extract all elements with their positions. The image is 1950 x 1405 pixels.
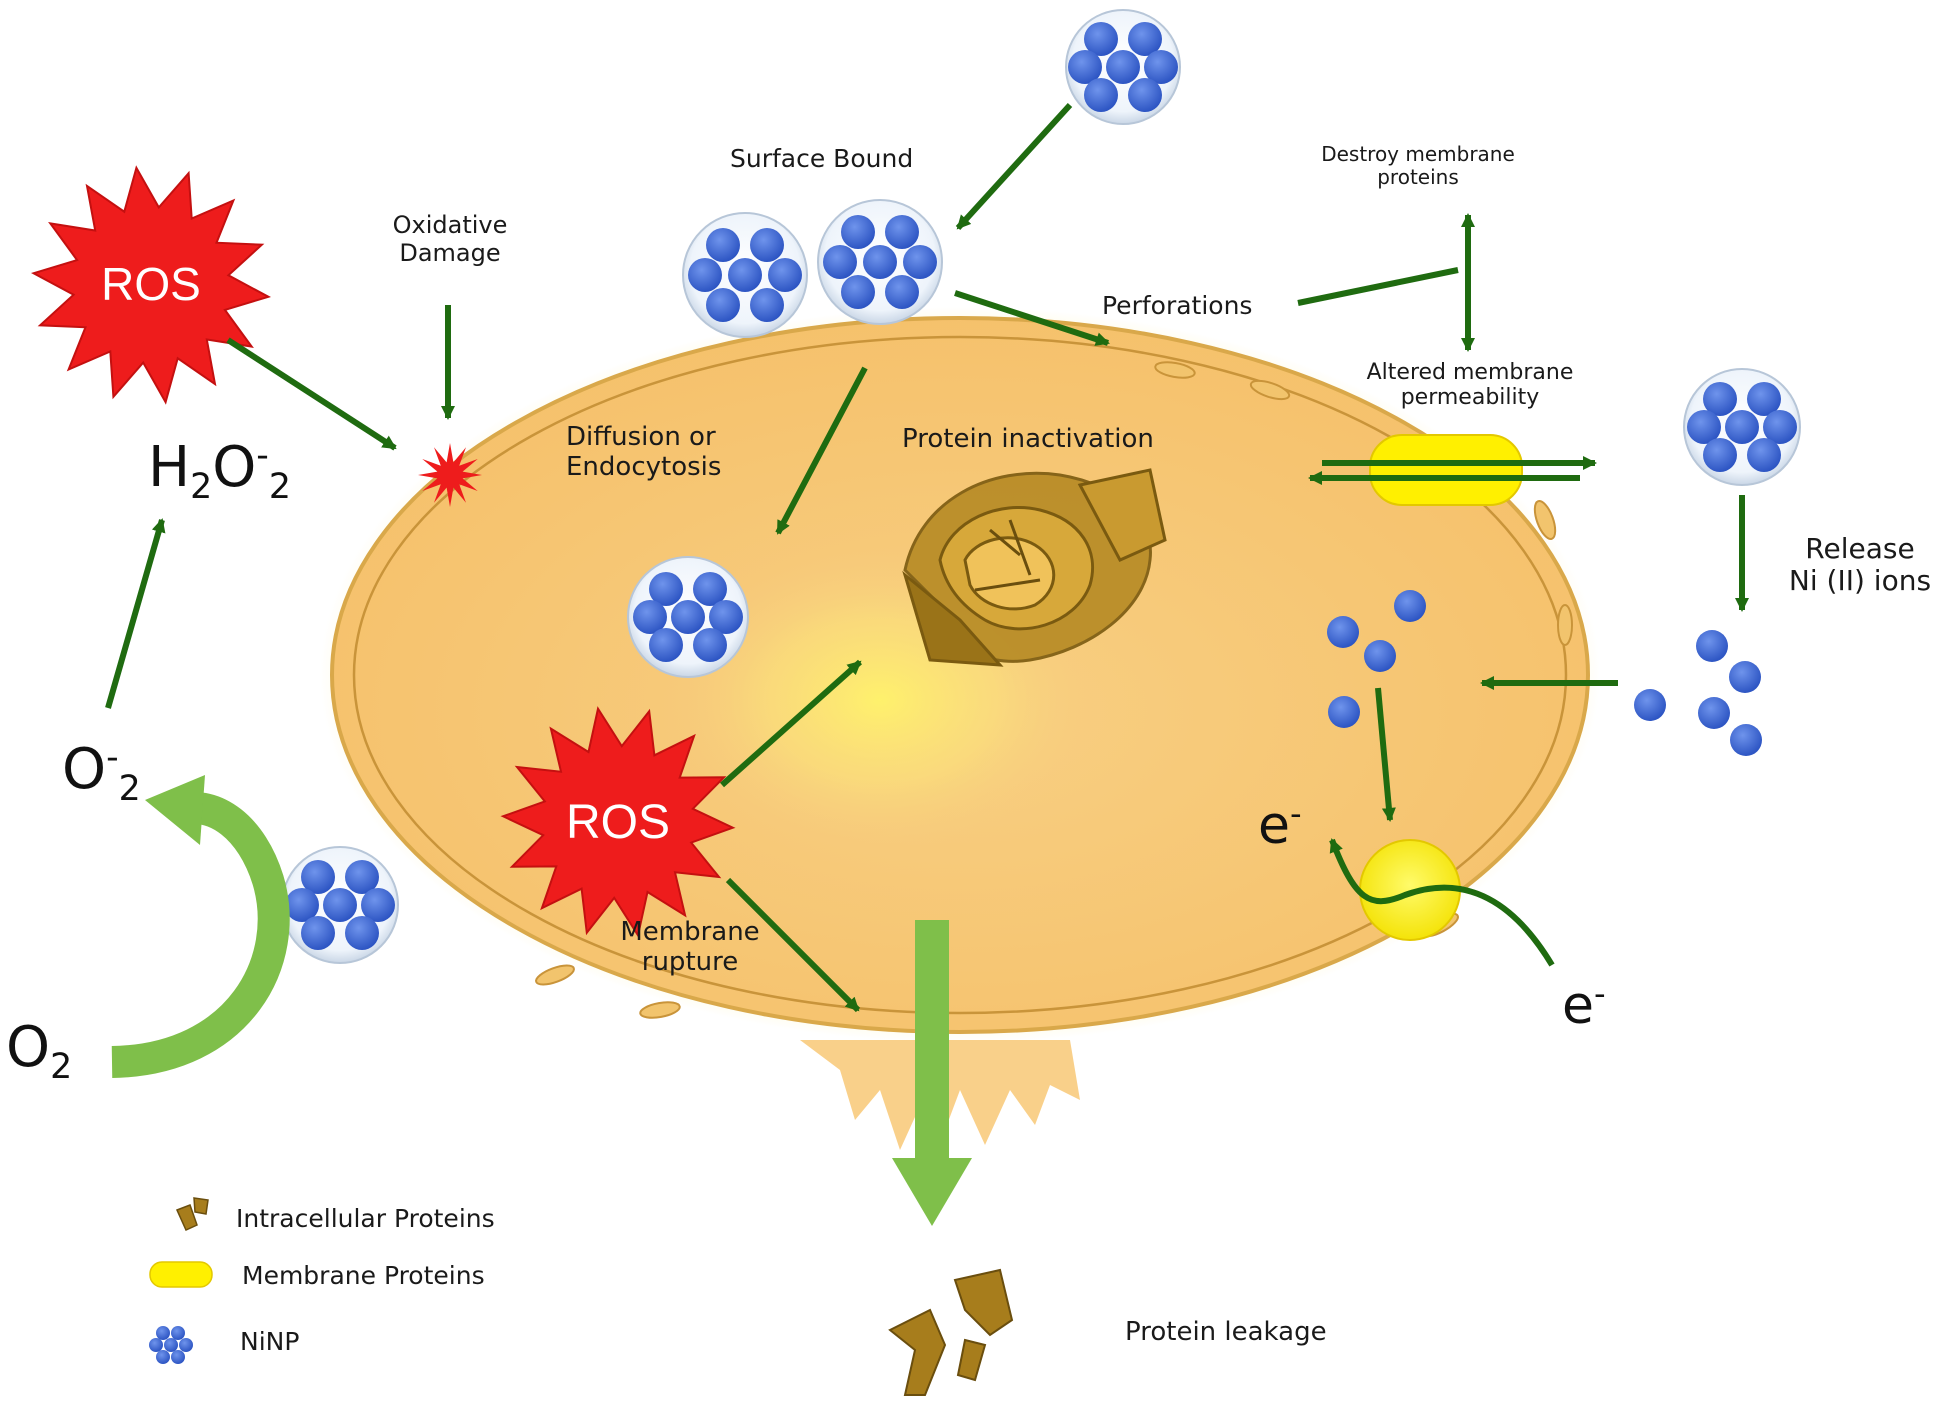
ros-star-top: ROS: [31, 165, 271, 405]
ros-center-label: ROS: [566, 796, 670, 849]
oxidative-damage-spot: [418, 443, 482, 507]
label-destroy-membrane-proteins: Destroy membrane proteins: [1318, 143, 1518, 189]
label-release-ions: Release Ni (II) ions: [1770, 532, 1950, 598]
legend-item-intracellular-proteins: Intracellular Proteins: [236, 1204, 495, 1233]
ninp-cluster-surface-right: [817, 199, 943, 325]
chem-superoxide-sup: -: [106, 737, 119, 778]
chem-superoxide-o: O: [62, 737, 107, 802]
ninp-cluster-top: [1065, 9, 1181, 125]
chem-oxygen-sub: 2: [50, 1047, 73, 1088]
chem-electron-outer-e: e: [1562, 976, 1594, 1036]
chem-electron-outer-sup: -: [1594, 974, 1606, 1013]
ninp-cluster-left: [281, 846, 399, 964]
chem-h2o2-o: O: [212, 435, 257, 500]
arrow-to-surface: [955, 102, 1073, 231]
label-perforations: Perforations: [1102, 291, 1253, 320]
chem-superoxide-sub: 2: [118, 769, 141, 810]
legend-item-ninp: NiNP: [240, 1327, 300, 1356]
arrow-ions-to-protein: [1375, 687, 1396, 822]
arrow-perforations: [954, 290, 1110, 346]
label-oxidative-damage-line1: Oxidative: [392, 211, 508, 239]
label-membrane-rupture: Membrane rupture: [600, 917, 780, 978]
cell-inner-membrane: [352, 335, 1568, 1015]
legend-item-membrane-proteins: Membrane Proteins: [242, 1261, 485, 1290]
line-perforation-branch: [1297, 267, 1459, 306]
arrow-o2-to-superoxide: [111, 792, 290, 1078]
chem-h2o2-sub1: 2: [190, 467, 213, 508]
chem-h2o2-sub2: 2: [268, 467, 291, 508]
label-release-line1: Release: [1805, 532, 1915, 565]
label-protein-inactivation: Protein inactivation: [902, 424, 1154, 454]
chem-electron-inner: e-: [1258, 798, 1302, 852]
label-rupture-line2: rupture: [641, 946, 739, 977]
chem-electron-inner-e: e: [1258, 796, 1290, 856]
ni-ions-inside: [1327, 590, 1426, 728]
label-destroy-line2: proteins: [1377, 165, 1459, 189]
label-diffusion-endocytosis: Diffusion or Endocytosis: [566, 422, 722, 483]
label-release-line2: Ni (II) ions: [1788, 564, 1932, 598]
label-destroy-line1: Destroy membrane: [1321, 142, 1515, 166]
ni-ions-outside: [1634, 630, 1762, 756]
ninp-cluster-right: [1683, 368, 1801, 486]
chem-oxygen: O2: [6, 1020, 72, 1085]
label-altered-line1: Altered membrane: [1366, 360, 1574, 385]
ros-star-center: ROS: [500, 706, 736, 938]
chem-superoxide: O-2: [62, 740, 141, 807]
label-diffusion-line1: Diffusion or: [566, 422, 716, 452]
membrane-protein-icon: [149, 1261, 213, 1288]
label-oxidative-damage-line2: Damage: [399, 238, 501, 267]
arrow-diffusion: [775, 366, 868, 535]
intracellular-protein-icon: [175, 1197, 209, 1231]
ninp-icon: [149, 1326, 193, 1364]
chem-h2o2-h: H: [148, 435, 191, 500]
chem-electron-outer: e-: [1562, 978, 1606, 1032]
arrow-ros-to-protein: [720, 659, 862, 788]
chem-oxygen-o: O: [6, 1015, 51, 1080]
label-rupture-line1: Membrane: [620, 917, 760, 947]
ninp-cluster-inside: [627, 556, 749, 678]
membrane-protein-channel: [1369, 434, 1523, 506]
arrow-protein-leakage: [915, 920, 949, 1160]
chem-electron-inner-sup: -: [1290, 794, 1302, 833]
label-surface-bound: Surface Bound: [730, 144, 914, 173]
label-protein-leakage: Protein leakage: [1125, 1317, 1327, 1347]
arrow-superoxide-to-peroxide: [105, 518, 166, 709]
ros-top-label: ROS: [101, 258, 201, 310]
arrow-ros-to-membrane: [226, 337, 397, 451]
arrow-electron-transfer: [1329, 838, 1555, 967]
leaked-proteins: [888, 1268, 1014, 1396]
inactivated-protein: [902, 468, 1167, 667]
green-arrows: [105, 102, 1749, 1013]
arrow-ros-to-rupture: [725, 877, 861, 1013]
chem-hydrogen-peroxide: H2O-2: [148, 438, 291, 505]
chem-h2o2-sup: -: [256, 435, 269, 476]
label-diffusion-line2: Endocytosis: [566, 451, 722, 482]
label-altered-line2: permeability: [1400, 385, 1540, 411]
label-altered-permeability: Altered membrane permeability: [1350, 360, 1590, 411]
label-oxidative-damage: Oxidative Damage: [372, 211, 528, 267]
light-green-arrows: [111, 775, 972, 1226]
ninp-cluster-surface-left: [682, 212, 808, 338]
